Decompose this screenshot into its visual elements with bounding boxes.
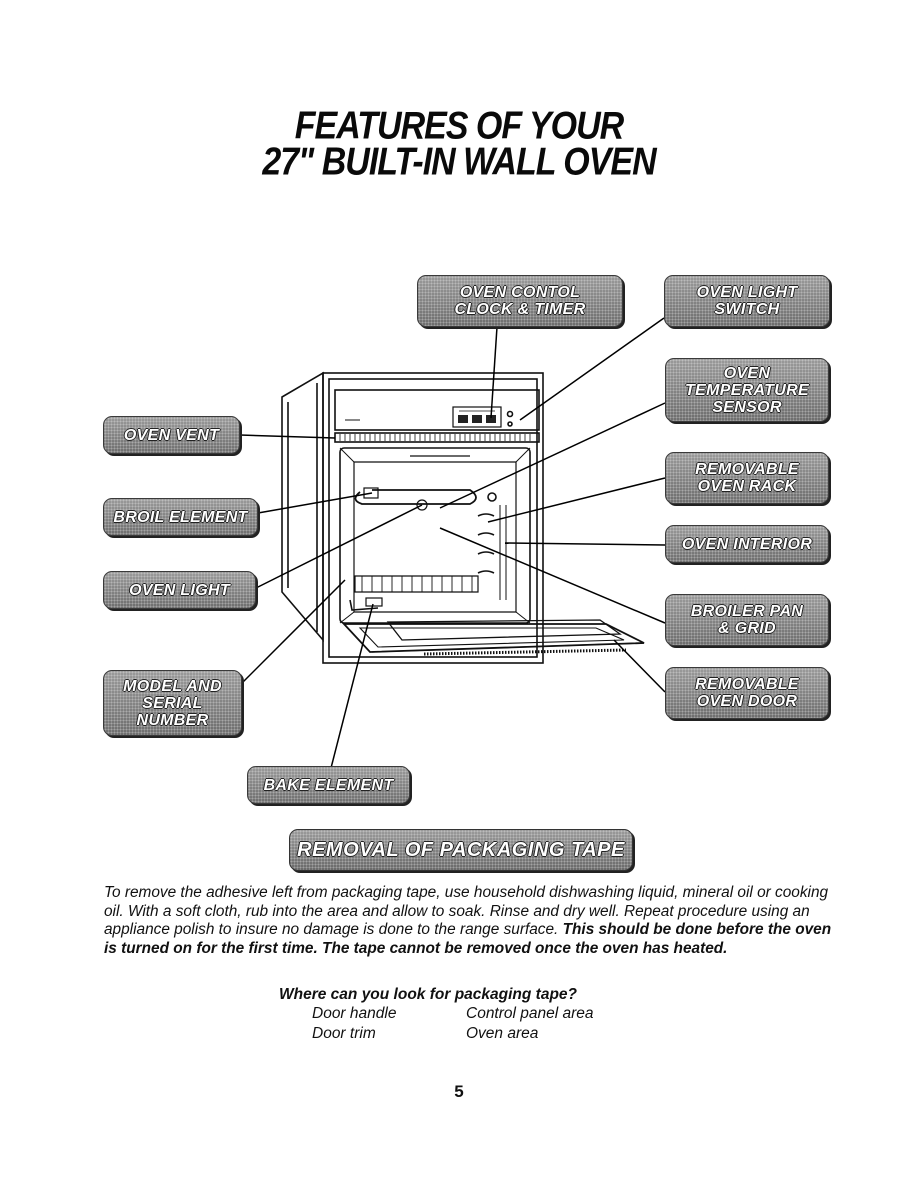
callout-broiler-pan-grid: BROILER PAN & GRID bbox=[665, 594, 829, 646]
callout-oven-temperature-sensor: OVEN TEMPERATURE SENSOR bbox=[665, 358, 829, 422]
packaging-tape-question: Where can you look for packaging tape? bbox=[279, 986, 577, 1003]
callout-bake-element: BAKE ELEMENT bbox=[247, 766, 410, 804]
leader-lines bbox=[239, 317, 666, 769]
callout-label: OVEN VENT bbox=[123, 426, 220, 444]
page-title-line-2: 27" BUILT-IN WALL OVEN bbox=[262, 140, 656, 184]
callout-removable-oven-door: REMOVABLE OVEN DOOR bbox=[665, 667, 829, 719]
callout-model-serial-number: MODEL AND SERIAL NUMBER bbox=[103, 670, 242, 736]
callout-oven-vent: OVEN VENT bbox=[103, 416, 240, 454]
callout-oven-interior: OVEN INTERIOR bbox=[665, 525, 829, 563]
callout-label: BROILER PAN & GRID bbox=[690, 603, 804, 637]
callout-label: BAKE ELEMENT bbox=[263, 776, 394, 794]
oven-illustration bbox=[281, 371, 645, 664]
callout-label: OVEN LIGHT SWITCH bbox=[696, 284, 798, 318]
section-heading-text: REMOVAL OF PACKAGING TAPE bbox=[297, 838, 625, 861]
callout-label: OVEN LIGHT bbox=[129, 581, 230, 599]
callout-label: BROIL ELEMENT bbox=[113, 508, 248, 526]
tape-location-oven-area: Oven area bbox=[466, 1025, 539, 1042]
callout-oven-light: OVEN LIGHT bbox=[103, 571, 256, 609]
tape-location-control-panel: Control panel area bbox=[466, 1005, 594, 1022]
tape-instructions-text: To remove the adhesive left from packagi… bbox=[104, 884, 829, 938]
callout-label: OVEN CONTOL CLOCK & TIMER bbox=[454, 284, 586, 318]
callout-oven-light-switch: OVEN LIGHT SWITCH bbox=[664, 275, 830, 327]
tape-warning-text: This should be done before the oven is t… bbox=[104, 921, 832, 957]
callout-removable-oven-rack: REMOVABLE OVEN RACK bbox=[665, 452, 829, 504]
callout-broil-element: BROIL ELEMENT bbox=[103, 498, 258, 536]
section-heading-packaging-tape: REMOVAL OF PACKAGING TAPE bbox=[289, 829, 633, 871]
callout-label: OVEN INTERIOR bbox=[681, 535, 813, 553]
tape-instructions: To remove the adhesive left from packagi… bbox=[104, 884, 834, 958]
callout-label: REMOVABLE OVEN DOOR bbox=[695, 676, 799, 710]
callout-oven-control-clock-timer: OVEN CONTOL CLOCK & TIMER bbox=[417, 275, 623, 327]
callout-label: MODEL AND SERIAL NUMBER bbox=[123, 677, 222, 729]
page-number: 5 bbox=[454, 1082, 464, 1101]
callout-label: OVEN TEMPERATURE SENSOR bbox=[685, 364, 809, 416]
callout-label: REMOVABLE OVEN RACK bbox=[695, 461, 799, 495]
tape-location-door-trim: Door trim bbox=[312, 1025, 376, 1042]
tape-location-door-handle: Door handle bbox=[312, 1005, 397, 1022]
page-title-line-1: FEATURES OF YOUR bbox=[294, 104, 624, 148]
